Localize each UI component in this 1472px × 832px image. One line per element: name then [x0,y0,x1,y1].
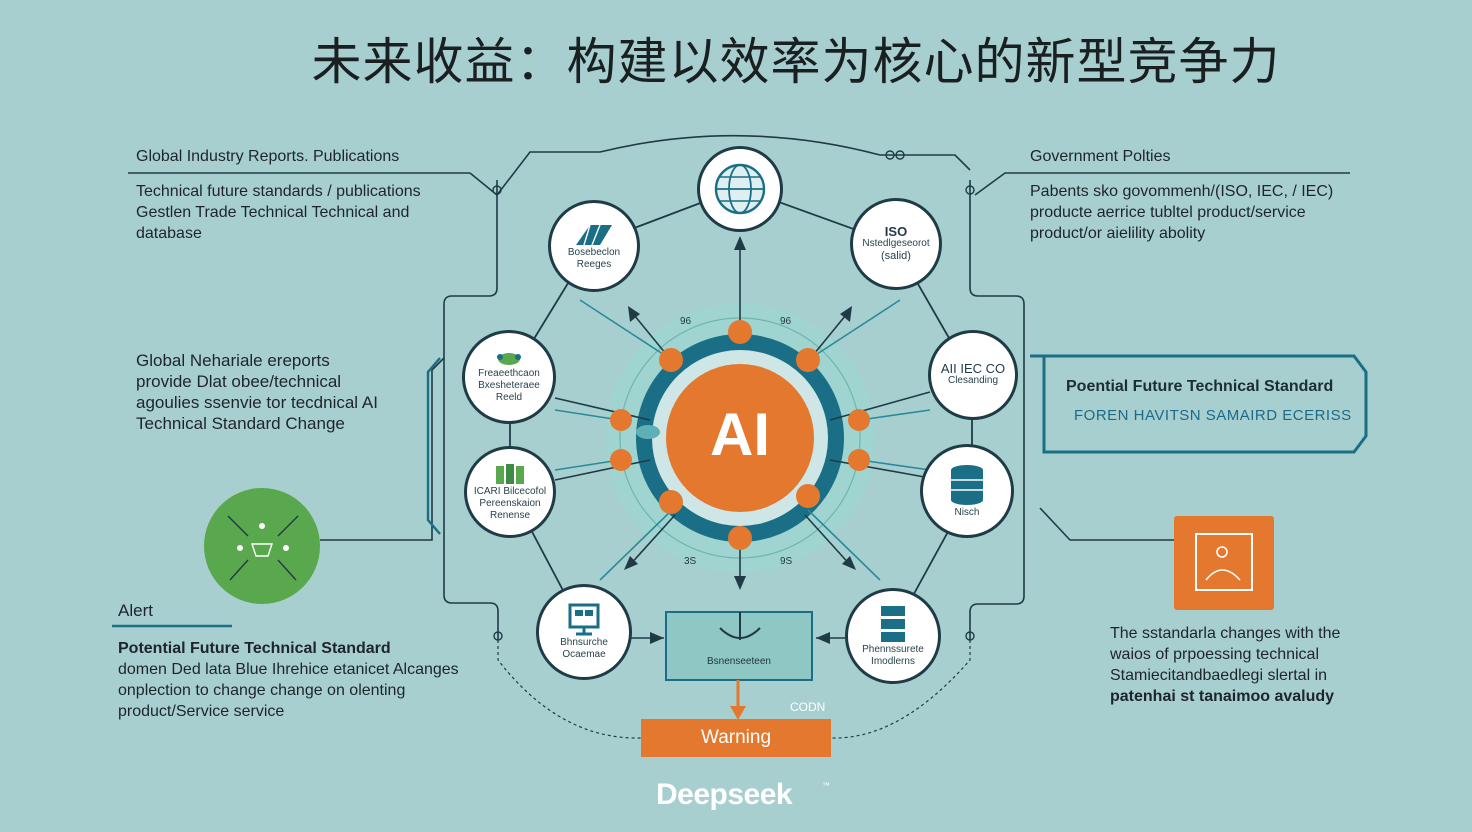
brand-logo: Deepseek [656,778,793,811]
page-title: 未来收益：构建以效率为核心的新型竞争力 [311,33,1281,91]
ring-label: 3S [684,556,697,567]
right-top-line: product/or aielility abolity [1030,225,1206,242]
node-aiiec-line: Clesanding [947,375,999,386]
left-mid-line: Technical Standard Change [136,414,345,433]
alert-heading: Alert [118,601,153,620]
node-plants: ICARI Bilcecofol Pereenskaion Renense [464,446,556,538]
left-top-line: Gestlen Trade Technical Technical and [136,204,410,221]
warning-button[interactable]: Warning [641,719,831,757]
left-top-body: Technical future standards / publication… [136,181,466,244]
ring-label: 9S [780,556,793,567]
right-top-heading: Government Polties [1030,148,1171,165]
node-people-line: Freaeethcaon [478,368,540,379]
right-bottom-line: waios of prpoessing technical [1110,646,1320,663]
monitor-icon [568,603,600,636]
ring-label: 96 [680,316,692,327]
node-people-line: Bxesheteraee [478,380,540,391]
codn-label: CODN [790,700,826,714]
right-bottom-line: Stamiecitandbaedlegi slertal in [1110,667,1328,684]
right-bottom-line: patenhai st tanaimoo avaludy [1110,688,1335,705]
right-top-line: Pabents sko govommenh/(ISO, IEC, / IEC) [1030,183,1334,200]
alert-line: domen Ded lata Blue Ihrehice etanicet Al… [118,661,459,678]
node-plants-line: Renense [489,510,531,521]
node-screen-line: Bhnsurche [560,637,608,648]
node-servers: Phennssurete Imodlerns [845,588,941,684]
left-mid-line: provide Dlat obee/technical [136,372,342,391]
globe-icon [714,163,766,215]
node-roof: Bosebeclon Reeges [548,200,640,292]
alert-body: Potential Future Technical Standard dome… [118,638,488,722]
left-mid-line: Global Nehariale ereports [136,351,330,370]
node-screen-line: Ocaemae [562,649,606,660]
node-globe [697,146,783,232]
node-plants-line: Pereenskaion [479,498,541,509]
node-roof-line: Reeges [576,259,612,270]
database-icon [951,465,983,505]
node-roof-line: Bosebeclon [567,247,621,258]
right-bottom-body: The sstandarla changes with the waios of… [1110,623,1410,707]
node-servers-line: Imodlerns [871,656,915,667]
hub-box-label: Bsnenseeteen [707,656,771,667]
standard-panel: Poential Future Technical Standard FOREN… [1044,356,1354,452]
node-people-line: Reeld [495,392,523,403]
plant-icon [496,464,524,484]
people-icon [497,353,521,365]
node-people: Freaeethcaon Bxesheteraee Reeld [462,330,556,424]
server-stack-icon [881,606,905,642]
node-screen: Bhnsurche Ocaemae [536,584,632,680]
node-iso-line: Nstedlgeseorot [862,238,930,249]
brand-trademark: ™ [822,781,830,790]
alert-line: product/Service service [118,703,285,720]
node-ai-iec: AII IEC CO Clesanding [928,330,1018,420]
left-top-line: database [136,225,202,242]
right-top-body: Pabents sko govommenh/(ISO, IEC, / IEC) … [1030,181,1370,244]
left-top-line: Technical future standards / publication… [136,183,421,200]
standard-panel-title: Poential Future Technical Standard [1066,378,1334,395]
left-mid-line: agoulies ssenvie tor tecdnical AI [136,393,378,412]
ai-core-label: AI [710,401,770,468]
node-plants-line: ICARI Bilcecofol [473,486,547,497]
ring-label: 96 [780,316,792,327]
solar-panel-icon [576,224,612,246]
node-iso-title: ISO [884,224,908,239]
alert-line: onplection to change change on olenting [118,682,406,699]
node-aiiec-title: AII IEC CO [940,361,1006,376]
standard-panel-subtitle: FOREN HAVITSN SAMAIRD ECERISS [1074,407,1352,424]
right-top-line: producte aerrice tubltel product/service [1030,204,1306,221]
node-iso: ISO Nstedlgeseorot (salid) [850,198,942,290]
left-top-heading: Global Industry Reports. Publications [136,148,400,165]
node-iso-line: (salid) [881,250,911,262]
node-servers-line: Phennssurete [862,644,924,655]
left-mid-body: Global Nehariale ereports provide Dlat o… [136,350,426,434]
alert-title: Potential Future Technical Standard [118,640,391,657]
right-bottom-line: The sstandarla changes with the [1110,625,1341,642]
node-db-line: Nisch [954,507,980,518]
node-database: Nisch [920,444,1014,538]
